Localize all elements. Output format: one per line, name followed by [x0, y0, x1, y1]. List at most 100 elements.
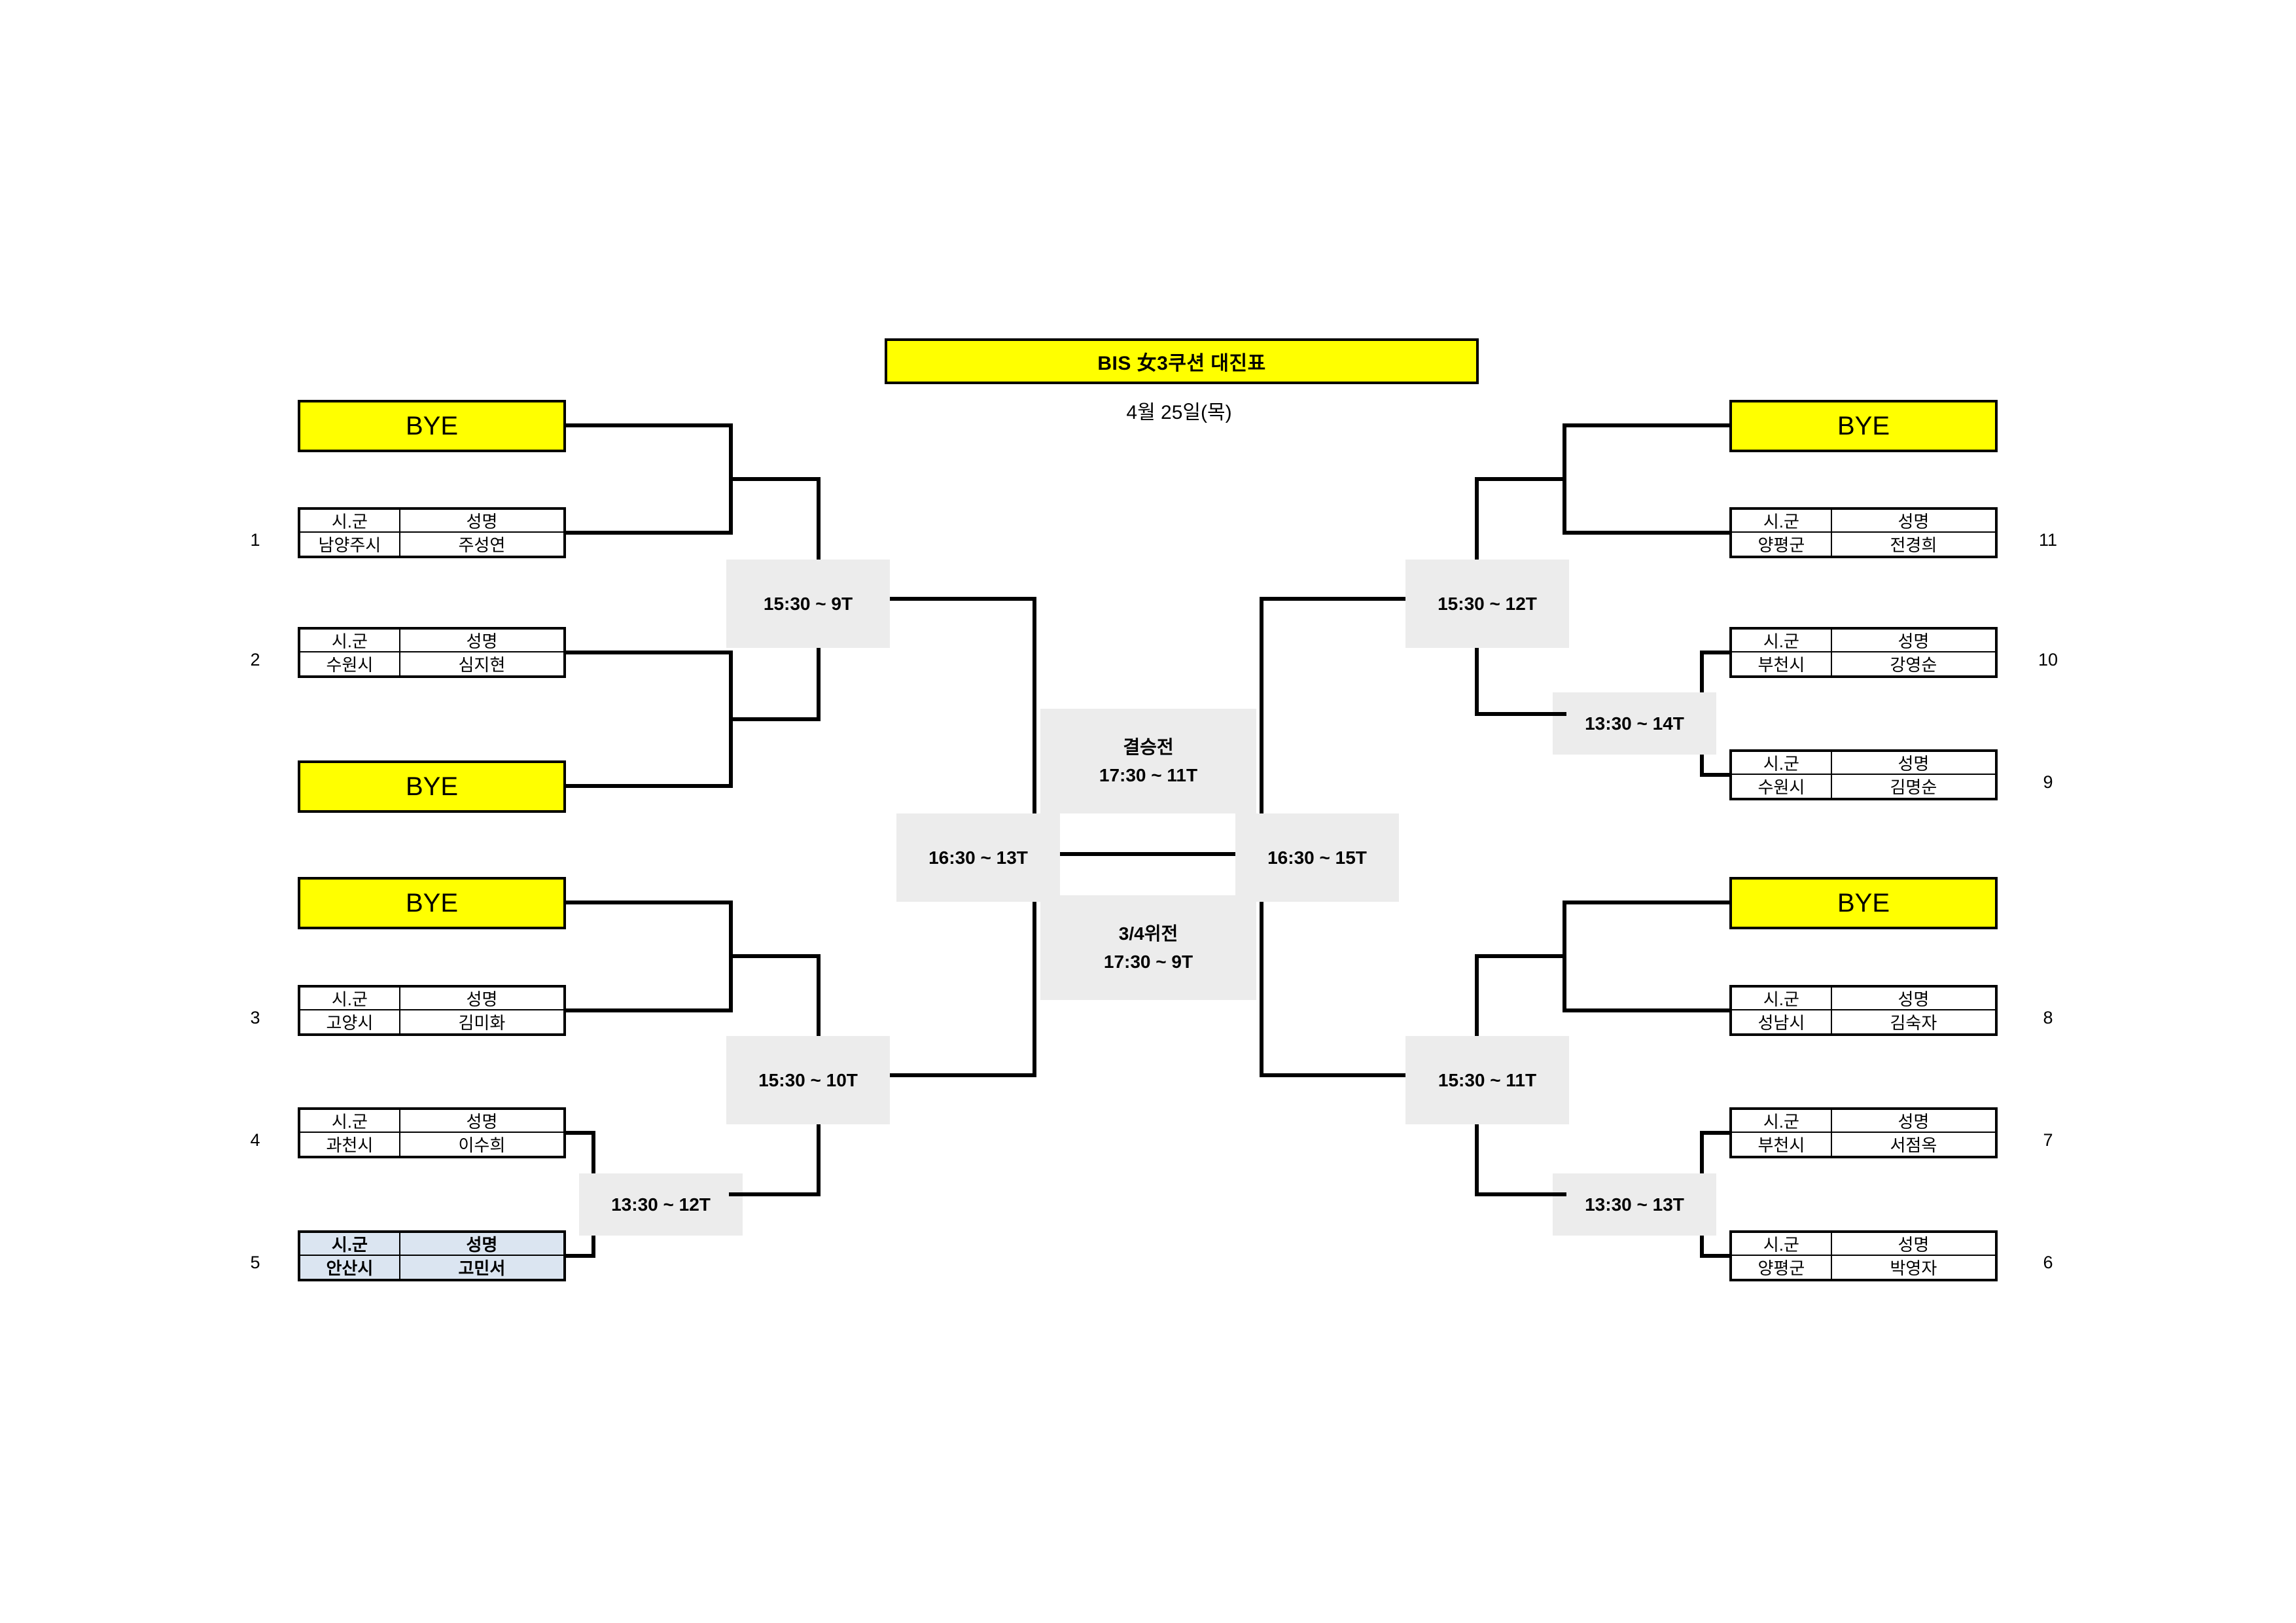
player-slot-6: 시.군 성명 양평군 박영자 — [1729, 1230, 1998, 1281]
player-value-row-7: 부천시 서점옥 — [1732, 1133, 1995, 1156]
connector-line — [1700, 1131, 1729, 1135]
page-title: BIS 女3쿠션 대진표 — [885, 338, 1479, 384]
player-header-row-2: 시.군 성명 — [300, 630, 563, 652]
bye-label: BYE — [405, 772, 459, 801]
seed-number-2: 2 — [250, 650, 260, 669]
final-time: 17:30 ~ 11T — [1099, 765, 1198, 785]
match-right-qf-bottom: 15:30 ~ 11T — [1405, 1036, 1569, 1124]
player-region-5: 안산시 — [300, 1256, 400, 1279]
match-left-qf-top: 15:30 ~ 9T — [726, 560, 890, 648]
connector-line — [1563, 1008, 1729, 1012]
connector-line — [566, 1254, 595, 1258]
connector-line — [729, 954, 821, 958]
player-region-6: 양평군 — [1732, 1256, 1832, 1279]
seed-number-10: 10 — [2038, 650, 2058, 669]
player-slot-4: 시.군 성명 과천시 이수희 — [298, 1107, 566, 1158]
player-slot-3: 시.군 성명 고양시 김미화 — [298, 985, 566, 1036]
player-header-row-7: 시.군 성명 — [1732, 1110, 1995, 1133]
connector-line — [566, 651, 733, 654]
name-header-3: 성명 — [466, 990, 498, 1009]
connector-line — [566, 901, 733, 904]
seed-number-11: 11 — [2038, 530, 2058, 550]
name-header-7: 성명 — [1898, 1112, 1930, 1132]
connector-line — [1475, 477, 1566, 481]
region-header-10: 시.군 — [1732, 630, 1832, 651]
connector-line — [566, 531, 733, 535]
player-region-9: 수원시 — [1732, 775, 1832, 798]
third-place-title: 3/4위전 — [1118, 923, 1178, 944]
player-region-1: 남양주시 — [300, 533, 400, 556]
player-slot-2: 시.군 성명 수원시 심지현 — [298, 627, 566, 678]
connector-line — [817, 1073, 1036, 1077]
player-slot-5: 시.군 성명 안산시 고민서 — [298, 1230, 566, 1281]
player-region-3: 고양시 — [300, 1010, 400, 1033]
connector-line — [1260, 1073, 1479, 1077]
player-slot-9: 시.군 성명 수원시 김명순 — [1729, 749, 1998, 800]
bye-slot-left-low: BYE — [298, 877, 566, 929]
connector-line — [566, 784, 733, 788]
name-header-5: 성명 — [466, 1235, 498, 1255]
connector-line — [1563, 901, 1729, 904]
player-header-row-5: 시.군 성명 — [300, 1233, 563, 1256]
connector-line — [566, 423, 733, 427]
name-header-11: 성명 — [1898, 512, 1930, 531]
player-region-10: 부천시 — [1732, 652, 1832, 675]
match-right-sf: 16:30 ~ 15T — [1235, 813, 1399, 902]
player-region-8: 성남시 — [1732, 1010, 1832, 1033]
name-header-6: 성명 — [1898, 1235, 1930, 1255]
match-right-r1-bottom: 13:30 ~ 13T — [1553, 1173, 1716, 1236]
bye-slot-left-mid: BYE — [298, 760, 566, 813]
region-header-8: 시.군 — [1732, 988, 1832, 1009]
match-left-r1: 13:30 ~ 12T — [579, 1173, 743, 1236]
bye-label: BYE — [1837, 888, 1890, 918]
name-header-8: 성명 — [1898, 990, 1930, 1009]
region-header-3: 시.군 — [300, 988, 400, 1009]
player-value-row-6: 양평군 박영자 — [1732, 1256, 1995, 1279]
connector-line — [729, 1192, 821, 1196]
region-header-11: 시.군 — [1732, 510, 1832, 531]
page-title-text: BIS 女3쿠션 대진표 — [1097, 353, 1266, 374]
player-name-2: 심지현 — [458, 655, 506, 675]
region-header-4: 시.군 — [300, 1110, 400, 1132]
connector-line — [1475, 712, 1566, 716]
region-header-1: 시.군 — [300, 510, 400, 531]
connector-line — [1260, 597, 1479, 601]
region-header-9: 시.군 — [1732, 752, 1832, 774]
seed-number-1: 1 — [250, 530, 260, 550]
player-name-11: 전경희 — [1890, 535, 1937, 555]
player-header-row-6: 시.군 성명 — [1732, 1233, 1995, 1256]
connector-line — [566, 1131, 595, 1135]
player-header-row-1: 시.군 성명 — [300, 510, 563, 533]
player-value-row-8: 성남시 김숙자 — [1732, 1010, 1995, 1033]
player-value-row-5: 안산시 고민서 — [300, 1256, 563, 1279]
connector-line — [729, 717, 821, 721]
match-final: 결승전 17:30 ~ 11T — [1040, 709, 1256, 813]
name-header-2: 성명 — [466, 632, 498, 651]
connector-line — [1475, 1192, 1566, 1196]
region-header-5: 시.군 — [300, 1233, 400, 1255]
name-header-1: 성명 — [466, 512, 498, 531]
player-header-row-4: 시.군 성명 — [300, 1110, 563, 1133]
player-region-4: 과천시 — [300, 1133, 400, 1156]
connector-line — [1033, 852, 1269, 856]
bye-slot-right-low: BYE — [1729, 877, 1998, 929]
player-header-row-8: 시.군 성명 — [1732, 988, 1995, 1010]
name-header-10: 성명 — [1898, 632, 1930, 651]
match-left-qf-bottom: 15:30 ~ 10T — [726, 1036, 890, 1124]
connector-line — [1700, 773, 1729, 777]
player-name-5: 고민서 — [458, 1258, 506, 1278]
player-name-6: 박영자 — [1890, 1258, 1937, 1278]
player-header-row-3: 시.군 성명 — [300, 988, 563, 1010]
seed-number-7: 7 — [2043, 1130, 2053, 1150]
player-slot-1: 시.군 성명 남양주시 주성연 — [298, 507, 566, 558]
connector-line — [817, 597, 1036, 601]
bye-slot-left-top: BYE — [298, 400, 566, 452]
player-header-row-9: 시.군 성명 — [1732, 752, 1995, 775]
region-header-7: 시.군 — [1732, 1110, 1832, 1132]
player-name-1: 주성연 — [458, 535, 506, 555]
seed-number-4: 4 — [250, 1130, 260, 1150]
player-name-10: 강영순 — [1890, 655, 1937, 675]
match-right-r1-top: 13:30 ~ 14T — [1553, 692, 1716, 755]
player-value-row-11: 양평군 전경희 — [1732, 533, 1995, 556]
